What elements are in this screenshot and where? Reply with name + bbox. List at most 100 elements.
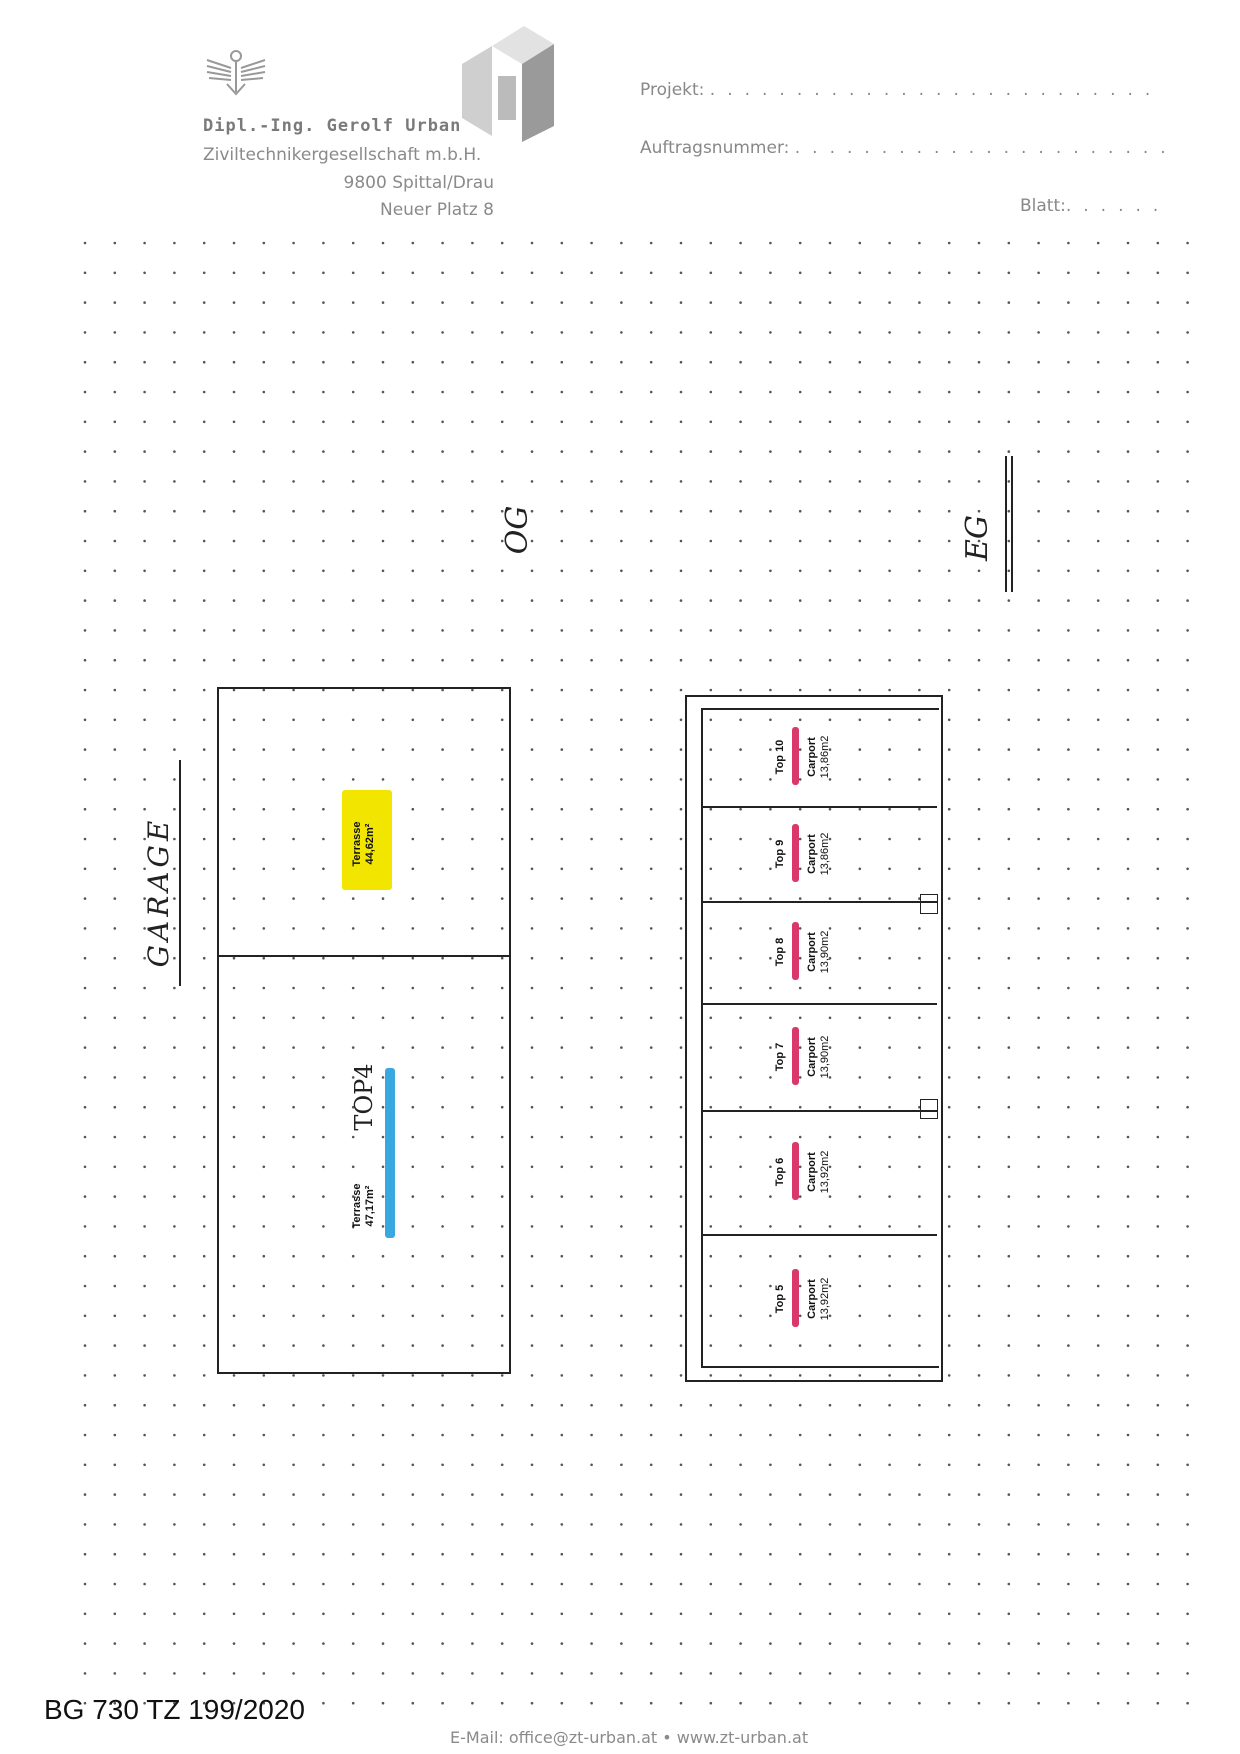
grid-dot: [947, 271, 951, 275]
grid-dot: [530, 1403, 534, 1407]
grid-dot: [113, 1552, 117, 1556]
grid-dot: [620, 837, 623, 841]
grid-dot: [649, 807, 653, 811]
grid-dot: [1007, 688, 1011, 692]
grid-dot: [262, 688, 266, 692]
grid-dot: [649, 1523, 653, 1526]
grid-dot: [918, 1225, 921, 1228]
grid-dot: [441, 241, 444, 245]
grid-dot: [351, 748, 355, 751]
grid-dot: [202, 956, 206, 960]
grid-dot: [173, 837, 176, 841]
grid-dot: [1186, 1582, 1189, 1586]
grid-dot: [620, 1195, 623, 1198]
auftragsnummer-field[interactable]: Auftragsnummer: ......................: [640, 138, 1178, 158]
grid-dot: [798, 1344, 802, 1347]
grid-dot: [500, 271, 504, 275]
grid-dot: [471, 748, 474, 751]
grid-dot: [143, 1582, 146, 1586]
grid-dot: [1186, 241, 1189, 245]
carport-highlight: [792, 1142, 799, 1200]
grid-dot: [560, 837, 564, 841]
grid-dot: [679, 271, 683, 275]
grid-dot: [1096, 1701, 1100, 1705]
grid-dot: [739, 658, 742, 662]
grid-dot: [143, 688, 146, 692]
grid-dot: [232, 1135, 236, 1139]
grid-dot: [590, 1165, 593, 1169]
grid-dot: [322, 1552, 325, 1556]
grid-dot: [83, 1225, 87, 1228]
grid-dot: [918, 390, 921, 394]
grid-dot: [590, 867, 593, 871]
grid-dot: [500, 1046, 504, 1049]
grid-dot: [649, 1552, 653, 1556]
grid-dot: [560, 1284, 564, 1288]
grid-dot: [888, 1493, 891, 1496]
grid-dot: [1037, 1076, 1040, 1079]
grid-dot: [1186, 1612, 1189, 1616]
grid-dot: [828, 360, 832, 364]
grid-dot: [173, 629, 176, 632]
grid-dot: [1186, 1225, 1189, 1228]
grid-dot: [649, 599, 653, 602]
grid-dot: [143, 1195, 146, 1198]
grid-dot: [709, 1523, 713, 1526]
top4-label: TOP4: [350, 1063, 378, 1131]
grid-dot: [769, 1254, 772, 1258]
grid-dot: [888, 1254, 891, 1258]
grid-dot: [739, 1165, 742, 1169]
grid-dot: [500, 1016, 504, 1020]
grid-dot: [1067, 509, 1070, 513]
austrian-eagle-icon: [203, 48, 269, 98]
grid-dot: [143, 1374, 146, 1377]
grid-dot: [590, 271, 593, 275]
grid-dot: [858, 1046, 862, 1049]
grid-dot: [351, 1374, 355, 1377]
grid-dot: [411, 807, 415, 811]
grid-dot: [381, 390, 385, 394]
grid-dot: [649, 1582, 653, 1586]
grid-dot: [739, 271, 742, 275]
grid-dot: [530, 331, 534, 334]
grid-dot: [739, 1374, 742, 1377]
grid-dot: [471, 1552, 474, 1556]
grid-dot: [1067, 450, 1070, 453]
grid-dot: [1096, 390, 1100, 394]
grid-dot: [500, 509, 504, 513]
grid-dot: [173, 1433, 176, 1437]
projekt-field[interactable]: Projekt: ..........................: [640, 80, 1163, 100]
grid-dot: [83, 1284, 87, 1288]
grid-dot: [232, 271, 236, 275]
grid-dot: [1126, 1403, 1130, 1407]
grid-dot: [411, 1552, 415, 1556]
grid-dot: [888, 778, 891, 781]
grid-dot: [858, 748, 862, 751]
grid-dot: [113, 509, 117, 513]
grid-dot: [1067, 1314, 1070, 1318]
grid-dot: [649, 1612, 653, 1616]
grid-dot: [858, 539, 862, 543]
grid-dot: [1096, 1612, 1100, 1616]
grid-dot: [709, 331, 713, 334]
grid-dot: [1126, 1135, 1130, 1139]
grid-dot: [769, 1046, 772, 1049]
grid-dot: [560, 927, 564, 930]
grid-dot: [858, 480, 862, 483]
grid-dot: [113, 718, 117, 722]
grid-dot: [1186, 509, 1189, 513]
grid-dot: [1186, 360, 1189, 364]
grid-dot: [202, 1254, 206, 1258]
grid-dot: [202, 1403, 206, 1407]
grid-dot: [977, 1314, 981, 1318]
grid-dot: [828, 1284, 832, 1288]
grid-dot: [322, 1612, 325, 1616]
blatt-field[interactable]: Blatt:......: [1020, 196, 1171, 216]
grid-dot: [411, 1403, 415, 1407]
grid-dot: [351, 1552, 355, 1556]
grid-dot: [828, 509, 832, 513]
grid-dot: [1156, 1433, 1160, 1437]
grid-dot: [1186, 897, 1189, 900]
grid-dot: [500, 629, 504, 632]
